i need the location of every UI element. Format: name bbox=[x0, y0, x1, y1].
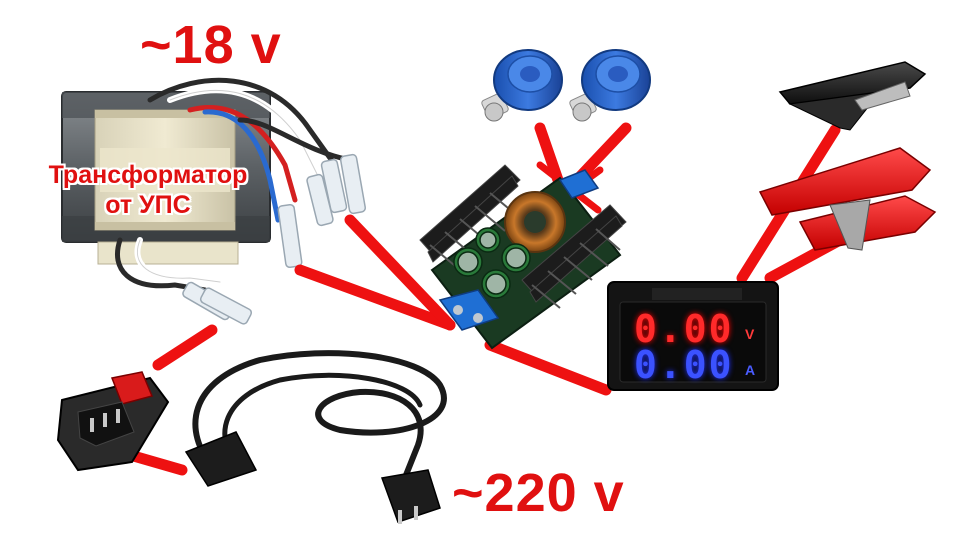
spade-connectors bbox=[182, 153, 367, 325]
line-transformer-to-buck-2 bbox=[344, 214, 456, 331]
transformer-name-line2: от УПС bbox=[105, 191, 191, 219]
potentiometer-left bbox=[481, 49, 563, 122]
potentiometer-right bbox=[569, 49, 651, 122]
iec-power-inlet bbox=[56, 371, 170, 472]
line-transformer-to-buck-1 bbox=[294, 264, 456, 331]
mains-voltage-label: ~220 v bbox=[452, 463, 625, 523]
line-pot1-to-buck bbox=[534, 122, 564, 186]
euro-plug bbox=[380, 469, 441, 524]
crocodile-clip-black bbox=[778, 61, 927, 131]
voltage-readout: 0.00 bbox=[634, 307, 734, 351]
voltage-unit: V bbox=[745, 326, 755, 342]
transformer-voltage-label: ~18 v bbox=[140, 15, 282, 75]
transformer-name-label: Трансформатор от УПС bbox=[28, 160, 268, 220]
transformer bbox=[61, 91, 271, 265]
line-buck-to-meter bbox=[484, 339, 612, 396]
current-unit: A bbox=[745, 362, 756, 378]
crocodile-clip-red bbox=[758, 147, 937, 251]
transformer-name-line1: Трансформатор bbox=[48, 161, 248, 189]
transformer-wires bbox=[114, 77, 353, 293]
power-cord-connector bbox=[184, 431, 258, 487]
line-transformer-to-inlet bbox=[152, 324, 218, 371]
volt-amp-meter bbox=[607, 281, 779, 391]
current-readout: 0.00 bbox=[634, 343, 734, 387]
buck-converter bbox=[419, 164, 627, 350]
line-inlet-to-cord bbox=[124, 449, 188, 476]
